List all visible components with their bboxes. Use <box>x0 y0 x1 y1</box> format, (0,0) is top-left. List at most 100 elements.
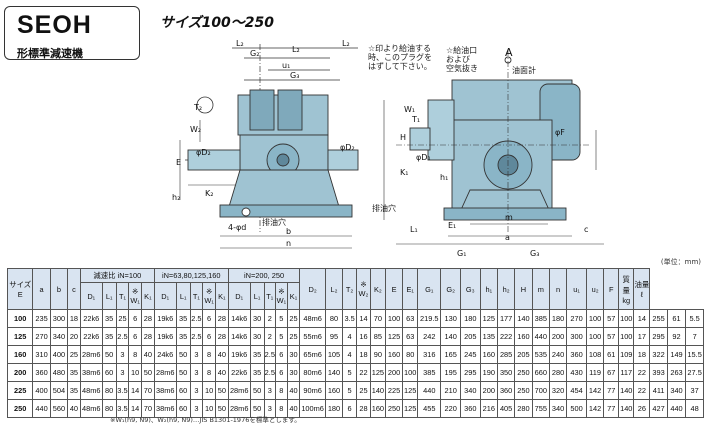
table-cell: 263 <box>666 363 687 382</box>
table-cell: 322 <box>649 345 668 364</box>
table-cell: 109 <box>618 345 635 364</box>
table-cell: 18 <box>633 345 651 364</box>
label-e1: E₁ <box>448 221 456 230</box>
th-f: F <box>603 268 620 310</box>
table-cell: 125 <box>402 381 419 400</box>
table-cell: 14 <box>633 309 651 328</box>
size-cell: 100 <box>6 309 34 328</box>
th-t2: T₂ <box>342 268 358 310</box>
table-cell: 105 <box>324 345 344 364</box>
table-cell: 270 <box>566 309 587 328</box>
table-cell: 50 <box>249 381 265 400</box>
table-cell: 535 <box>531 345 550 364</box>
table-cell: 205 <box>514 345 533 364</box>
model-subtitle: 形標準減速機 <box>17 47 83 60</box>
label-t1: T₁ <box>411 115 420 124</box>
label-g3: G₃ <box>290 71 299 80</box>
table-cell: 70 <box>141 381 155 400</box>
table-cell: 18 <box>67 309 81 328</box>
table-cell: 22 <box>633 381 651 400</box>
table-cell: 6 <box>275 345 288 364</box>
front-base-housing <box>227 169 341 211</box>
table-cell: 280 <box>514 399 533 418</box>
label-m: m <box>505 213 513 222</box>
label-l2-top: L₂ <box>292 45 300 54</box>
label-g1: G₁ <box>457 249 466 258</box>
table-header-row-2: D₁ L₁ T₁ ※ W₁ K₁ D₁ L₁ T₁ ※ W₁ K₁ D₁ L₁ … <box>8 282 704 310</box>
table-cell: 160 <box>324 381 344 400</box>
th-e: E <box>384 268 404 310</box>
side-input-shaft <box>409 127 431 151</box>
table-cell: 300 <box>566 327 587 346</box>
table-cell: 48m6 <box>79 381 103 400</box>
th-a: a <box>32 268 51 310</box>
label-h-side: H <box>400 133 406 142</box>
table-cell: 22k6 <box>79 309 103 328</box>
table-cell: 100 <box>384 309 404 328</box>
table-cell: 50 <box>249 399 265 418</box>
th-g3: G₃ <box>459 268 481 310</box>
table-cell: 440 <box>32 399 51 418</box>
plug-note-line3: はずして下さい。 <box>368 62 432 71</box>
footnote: ※W₁(h9, N9)、W₂(h9, N9)…JIS B1301-1976を標準… <box>110 416 301 424</box>
th-g1-t1: T₁ <box>115 282 130 310</box>
plug-note: ☆印より給油する 時、このプラグを はずして下さい。 <box>368 44 432 71</box>
table-cell: 30 <box>286 363 301 382</box>
th-g1-w1: ※ W₁ <box>128 282 142 310</box>
front-foot <box>219 204 353 218</box>
table-cell: 48 <box>685 399 704 418</box>
table-cell: 455 <box>417 399 442 418</box>
table-cell: 35 <box>67 363 81 382</box>
table-cell: 3 <box>189 363 204 382</box>
table-cell: 310 <box>32 345 51 364</box>
label-n: n <box>286 239 291 248</box>
table-cell: 80 <box>101 399 117 418</box>
table-cell: 3 <box>189 345 204 364</box>
table-cell: 22k6 <box>79 327 103 346</box>
th-group3: iN=200, 250 <box>227 268 301 283</box>
table-cell: 240 <box>548 345 568 364</box>
table-cell: 8 <box>128 345 142 364</box>
th-h2: h₂ <box>496 268 516 310</box>
th-b: b <box>49 268 69 310</box>
table-cell: 61 <box>603 345 620 364</box>
table-cell: 22 <box>633 363 651 382</box>
table-cell: 35 <box>175 327 191 346</box>
label-l1: L₁ <box>410 225 418 234</box>
table-cell: 92 <box>666 327 687 346</box>
table-cell: 440 <box>531 327 550 346</box>
table-cell: 242 <box>417 327 442 346</box>
table-cell: 125 <box>402 399 419 418</box>
label-c: c <box>584 225 588 234</box>
th-u2: u₂ <box>585 268 605 310</box>
table-cell: 411 <box>649 381 668 400</box>
table-cell: 480 <box>49 363 69 382</box>
th-w2: ※ W₂ <box>356 268 371 310</box>
table-cell: 90 <box>369 345 386 364</box>
table-cell: 350 <box>496 363 516 382</box>
table-cell: 8 <box>202 363 216 382</box>
table-cell: 3 <box>189 381 204 400</box>
table-cell: 250 <box>384 399 404 418</box>
label-d2-right: φD₂ <box>340 143 355 152</box>
th-g2-t1: T₁ <box>189 282 204 310</box>
table-cell: 340 <box>548 399 568 418</box>
table-cell: 8 <box>275 381 288 400</box>
table-cell: 285 <box>496 345 516 364</box>
th-g3-w1: ※ W₁ <box>275 282 288 310</box>
label-w1: W₁ <box>404 105 415 114</box>
drawing-area: L₂ G₂ L₂ L₂ u₁ G₃ T₂ W₂ φD₂ E φD₂ K₂ h₂ … <box>172 39 604 258</box>
table-cell: 100 <box>618 327 635 346</box>
table-cell: 2.5 <box>189 309 204 328</box>
th-group2: iN=63,80,125,160 <box>153 268 229 283</box>
table-cell: 177 <box>496 309 516 328</box>
table-cell: 195 <box>440 363 461 382</box>
table-cell: 61 <box>666 309 687 328</box>
table-cell: 63 <box>402 327 419 346</box>
table-cell: 26 <box>633 399 651 418</box>
table-cell: 427 <box>649 399 668 418</box>
side-view <box>409 56 581 221</box>
table-cell: 504 <box>49 381 69 400</box>
table-cell: 40 <box>67 399 81 418</box>
